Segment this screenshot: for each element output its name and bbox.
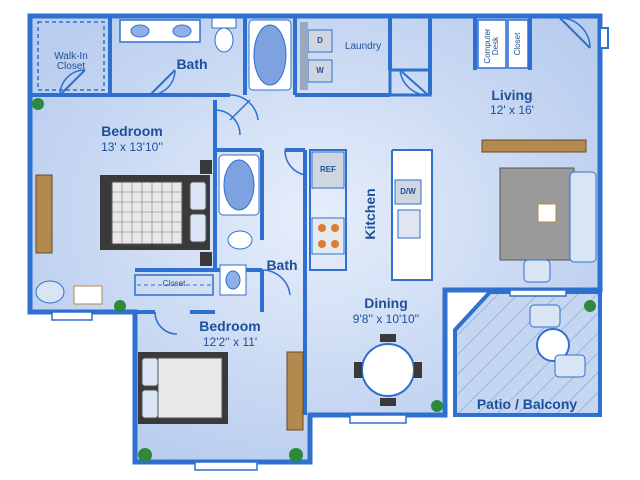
front-door: [599, 27, 609, 49]
patio-chair: [554, 354, 586, 378]
sofa: [569, 171, 597, 263]
pillow: [141, 389, 159, 419]
laundry-label: Laundry: [344, 41, 382, 52]
tub-mid-basin: [223, 159, 255, 211]
dryer-label: D: [317, 36, 323, 45]
dining-table: [361, 343, 415, 397]
nightstand: [200, 160, 212, 174]
armchair: [35, 280, 65, 304]
closet-top: [507, 19, 529, 69]
window: [194, 461, 258, 471]
patio-area: [453, 290, 602, 417]
laundry-shelf: [300, 22, 308, 90]
toilet: [214, 27, 234, 53]
pillow: [189, 181, 207, 211]
fridge-label: REF: [320, 165, 336, 174]
interior-walls: [30, 16, 532, 415]
bedroom-2-dimensions: 12'2'' x 11': [202, 335, 258, 349]
patio-chair: [529, 304, 561, 328]
toilet-mid: [227, 230, 253, 250]
tv-console: [481, 139, 587, 153]
patio-balcony-label: Patio / Balcony: [476, 396, 578, 412]
toilet-tank: [211, 17, 237, 29]
living-dimensions: 12' x 16': [490, 103, 534, 117]
closet-entry: [388, 68, 432, 97]
computer-desk-label: Computer Desk: [483, 28, 500, 64]
bed-1-blanket: [111, 181, 183, 245]
walk-in-closet-label: Walk-In Closet: [54, 51, 88, 72]
closet-top-label: Closet: [513, 32, 522, 56]
dining-dimensions: 9'8'' x 10'10'': [352, 312, 420, 326]
pillow: [141, 357, 159, 387]
sink-mid-basin: [225, 270, 241, 290]
dishwasher: [394, 179, 422, 205]
sink: [172, 24, 192, 38]
tub-basin: [253, 24, 287, 86]
closet-mid-label: Closet: [162, 279, 186, 288]
window-shelf: [73, 285, 103, 305]
bedroom-1-label: Bedroom: [101, 123, 163, 139]
sink: [130, 24, 150, 38]
dishwasher-label: D/W: [400, 187, 416, 196]
patio-table: [536, 328, 570, 362]
dining-label: Dining: [364, 295, 408, 311]
kitchen-sink: [397, 209, 421, 239]
door-swings: [59, 17, 591, 335]
rug: [499, 167, 575, 261]
window: [509, 289, 567, 297]
washer-label: W: [316, 66, 324, 75]
counter-left: [309, 149, 347, 271]
nightstand: [200, 252, 212, 266]
dresser-2: [286, 351, 304, 431]
armchair: [523, 259, 551, 283]
plant-icon: [32, 98, 596, 462]
bedroom-1-dimensions: 13' x 13'10'': [101, 140, 163, 154]
bed-2-blanket: [157, 357, 223, 419]
coffee-table: [537, 203, 557, 223]
computer-desk: [477, 19, 507, 69]
living-label: Living: [491, 87, 533, 103]
bedroom-2-label: Bedroom: [199, 318, 261, 334]
window: [349, 414, 407, 424]
walk-in-closet: [37, 21, 105, 91]
stove: [311, 217, 345, 255]
pillow: [189, 213, 207, 243]
closet-mid: [134, 274, 214, 296]
kitchen-label: Kitchen: [362, 188, 378, 240]
window: [51, 311, 93, 321]
bath-top-label: Bath: [176, 56, 208, 72]
dresser: [35, 174, 53, 254]
fridge: [311, 151, 345, 189]
door-leaves: [59, 17, 591, 96]
bath-mid-label: Bath: [266, 257, 298, 273]
